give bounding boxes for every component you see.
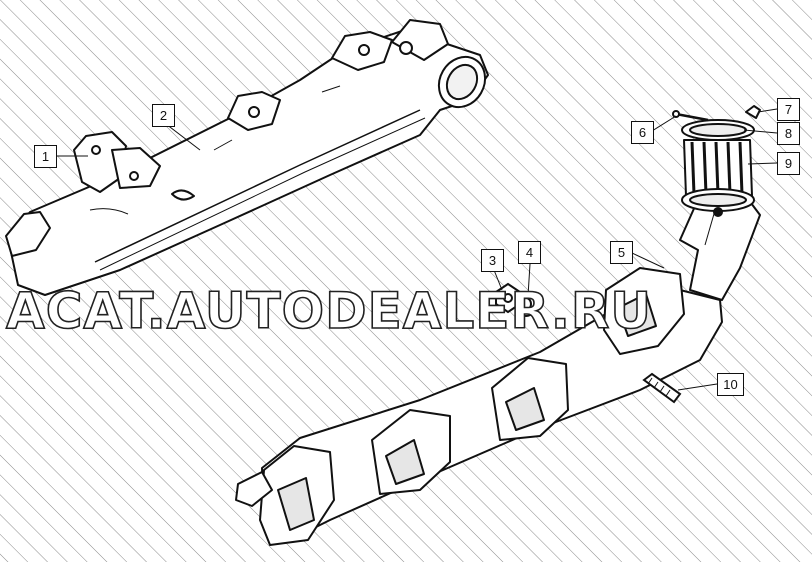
leader-line-2 <box>165 123 201 151</box>
stud <box>642 372 682 404</box>
callout-1: 1 <box>34 145 57 168</box>
leader-lines <box>55 108 778 391</box>
callout-6: 6 <box>631 121 654 144</box>
callout-5: 5 <box>610 241 633 264</box>
leader-line-3 <box>493 269 503 291</box>
callout-3: 3 <box>481 249 504 272</box>
clamp-and-sleeve-assembly <box>672 105 761 217</box>
lower-exhaust-manifold <box>235 194 761 546</box>
leader-line-7 <box>757 108 778 113</box>
callout-8: 8 <box>777 122 800 145</box>
leader-line-10 <box>677 383 718 391</box>
leader-line-8 <box>743 129 778 134</box>
nut-and-washer <box>495 282 537 317</box>
callout-4: 4 <box>518 241 541 264</box>
callout-2: 2 <box>152 104 175 127</box>
leader-line-5 <box>631 252 665 269</box>
leader-line-4 <box>527 263 531 297</box>
callout-10: 10 <box>717 373 744 396</box>
callout-7: 7 <box>777 98 800 121</box>
upper-exhaust-manifold <box>5 19 489 296</box>
callout-9: 9 <box>777 152 800 175</box>
leader-line-6 <box>651 115 677 132</box>
watermark: ACAT.AUTODEALER.RU <box>5 281 652 341</box>
leader-line-9 <box>747 162 778 165</box>
